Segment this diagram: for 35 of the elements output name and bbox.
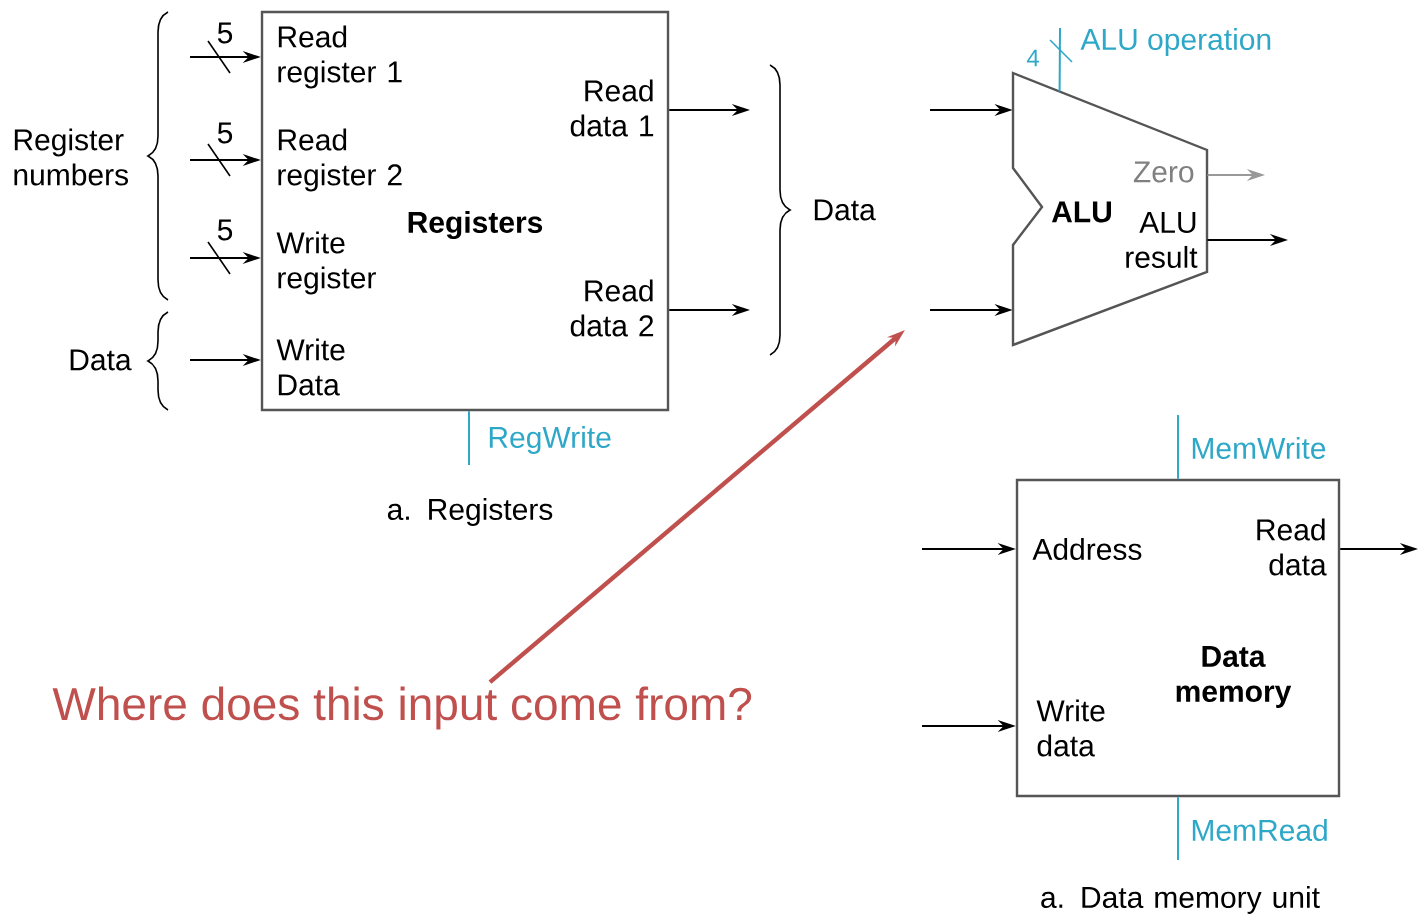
port-label: Read data [1257,518,1327,576]
unit-title: Registers [408,210,543,240]
control-line [1058,27,1061,93]
port-label: Write data [1036,699,1105,757]
port-label: Read register 1 [278,25,402,89]
control-line [468,410,470,466]
alu-shape [1011,71,1209,347]
caption: a. Data memory unit [1041,886,1320,914]
control-signal-label: ALU operation [1078,26,1275,58]
group-label: Register numbers [14,128,128,186]
port-label: Zero [1133,161,1194,183]
control-line [1177,414,1179,480]
control-signal-label: MemWrite [1188,435,1329,461]
port-label: Address [1032,538,1142,560]
bus-width-label: 5 [217,219,233,241]
group-label: Data [70,349,132,371]
port-label: Read register 2 [278,128,402,192]
port-label: Read data 1 [570,79,654,137]
unit-title: ALU [1051,201,1111,223]
question-text: Where does this input come from? [52,686,752,730]
port-label: Write Data [276,338,345,396]
bus-width-label: 5 [217,122,233,144]
port-label: Write register [276,231,376,295]
bus-width-label: 4 [1026,49,1039,67]
bus-width-label: 5 [217,22,233,44]
control-line [1177,796,1179,861]
control-signal-label: RegWrite [485,424,614,456]
port-label: ALU result [1126,212,1198,268]
data-memory-box [1015,478,1341,798]
unit-title: Data memory [1176,646,1292,708]
group-label: Data [814,199,876,221]
port-label: Read data 2 [570,279,654,337]
register-file-box [260,10,670,412]
control-signal-label: MemRead [1188,817,1331,843]
caption: a. Registers [387,498,553,526]
